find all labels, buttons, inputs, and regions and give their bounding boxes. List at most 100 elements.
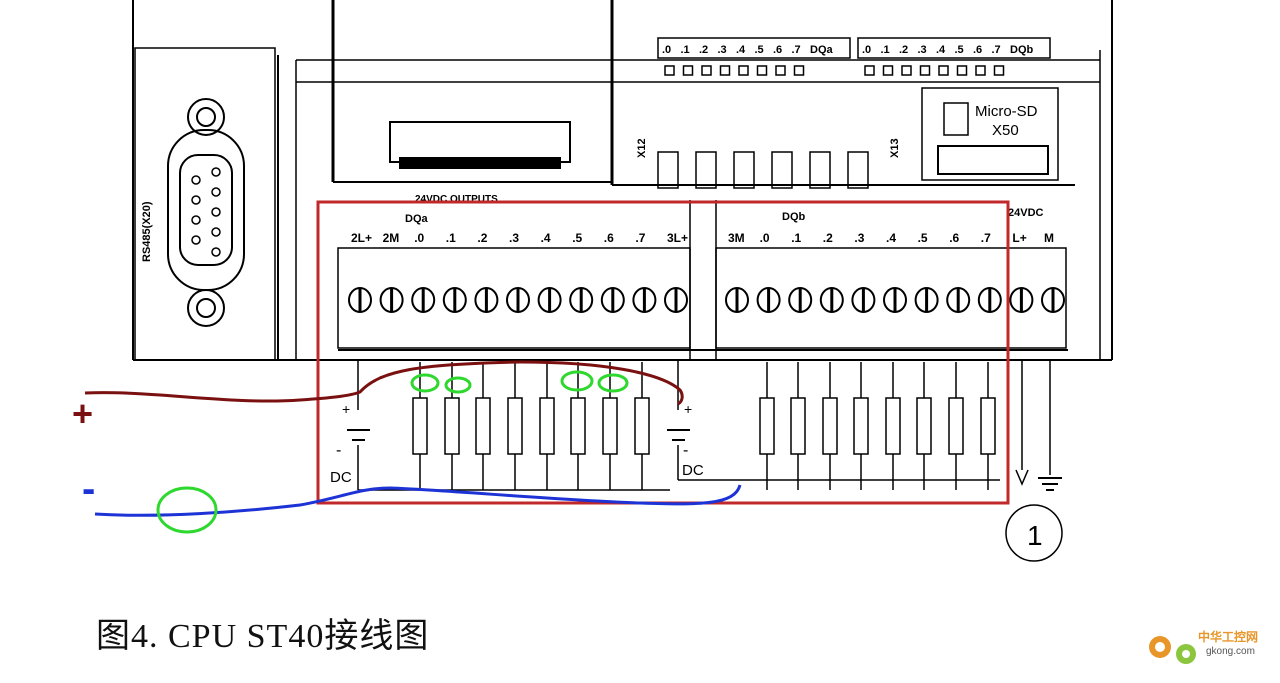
led-square bbox=[738, 65, 749, 76]
terminal-screw bbox=[537, 287, 562, 313]
outputs-title: 24VDC OUTPUTS bbox=[415, 194, 498, 205]
load-resistor bbox=[634, 362, 650, 490]
load-resistor bbox=[444, 362, 460, 490]
led-header-label: .2 bbox=[899, 44, 908, 56]
led-header-label: .5 bbox=[955, 44, 964, 56]
led-header-label: .1 bbox=[681, 44, 690, 56]
terminal-label: 2M bbox=[383, 231, 400, 245]
led-header-label: DQb bbox=[1010, 44, 1034, 56]
terminal-label: L+ bbox=[1012, 231, 1026, 245]
led-square bbox=[864, 65, 875, 76]
load-resistor bbox=[759, 362, 775, 490]
led-square bbox=[993, 65, 1005, 76]
load-resistor bbox=[980, 362, 996, 490]
led-square bbox=[882, 65, 894, 76]
power-title: 24VDC bbox=[1008, 207, 1044, 219]
led-header-label: .6 bbox=[773, 44, 782, 56]
terminal-label: .6 bbox=[949, 231, 959, 245]
terminal-screw bbox=[474, 287, 499, 313]
terminal-label: 3L+ bbox=[667, 231, 688, 245]
dc-left-plus: + bbox=[342, 401, 350, 417]
led-header-label: .7 bbox=[792, 44, 801, 56]
led-square bbox=[719, 65, 731, 76]
led-header-label: .0 bbox=[662, 44, 671, 56]
led-header-label: .5 bbox=[755, 44, 764, 56]
x12-label: X12 bbox=[636, 138, 648, 158]
terminal-screw bbox=[946, 287, 971, 313]
terminal-label: .1 bbox=[791, 231, 801, 245]
led-square bbox=[956, 65, 968, 76]
terminal-label: .0 bbox=[760, 231, 770, 245]
micro-sd-label: Micro-SD bbox=[975, 103, 1038, 120]
terminal-label: 2L+ bbox=[351, 231, 372, 245]
led-square bbox=[938, 65, 949, 76]
terminal-label: .7 bbox=[981, 231, 991, 245]
led-square bbox=[701, 65, 712, 76]
led-header-label: .6 bbox=[973, 44, 982, 56]
terminal-screw bbox=[411, 287, 436, 313]
led-square bbox=[664, 65, 675, 76]
load-resistor bbox=[570, 362, 586, 490]
load-resistor bbox=[885, 362, 901, 490]
dc-right-label: DC bbox=[682, 462, 704, 479]
terminal-label: .4 bbox=[541, 231, 551, 245]
led-header-label: .4 bbox=[936, 44, 946, 56]
terminal-screw bbox=[756, 287, 781, 313]
terminal-label: .5 bbox=[918, 231, 928, 245]
load-resistor bbox=[602, 362, 618, 490]
positive-wire-annotation bbox=[84, 360, 684, 406]
load-resistor bbox=[507, 362, 523, 490]
plc-outline bbox=[132, 0, 1113, 361]
load-resistor bbox=[790, 362, 806, 490]
led-square bbox=[775, 65, 786, 76]
led-header-label: DQa bbox=[810, 44, 834, 56]
terminal-screw bbox=[348, 287, 372, 313]
terminal-label: .3 bbox=[509, 231, 519, 245]
terminal-screw bbox=[883, 287, 907, 313]
load-resistor bbox=[948, 362, 964, 490]
terminal-screw bbox=[379, 287, 404, 313]
terminal-screw bbox=[600, 287, 625, 313]
led-square bbox=[975, 65, 986, 76]
load-resistor bbox=[916, 362, 932, 490]
led-header-label: .1 bbox=[881, 44, 890, 56]
terminal-label: .2 bbox=[477, 231, 487, 245]
figure-caption: 图4. CPU ST40接线图 bbox=[96, 618, 430, 655]
load-resistor bbox=[853, 362, 869, 490]
highlight-box bbox=[316, 200, 1010, 505]
led-square bbox=[682, 65, 694, 76]
ann-minus-sign: - bbox=[82, 467, 95, 511]
terminal-screw bbox=[819, 287, 844, 313]
led-square bbox=[901, 65, 912, 76]
terminal-label: 3M bbox=[728, 231, 745, 245]
load-resistor bbox=[822, 362, 838, 490]
dc-left-label: DC bbox=[330, 469, 352, 486]
terminal-screw bbox=[914, 287, 939, 313]
x50-label: X50 bbox=[992, 122, 1019, 139]
terminal-screw bbox=[788, 287, 813, 313]
led-square bbox=[919, 65, 931, 76]
terminal-label: .4 bbox=[886, 231, 896, 245]
led-square bbox=[793, 65, 805, 76]
green-load-markers bbox=[410, 370, 629, 394]
db9-pins bbox=[191, 167, 221, 257]
terminal-label: .5 bbox=[572, 231, 582, 245]
logo-url: gkong.com bbox=[1206, 646, 1255, 657]
terminal-screw bbox=[1041, 287, 1065, 313]
terminal-label: .3 bbox=[854, 231, 864, 245]
led-indicators bbox=[664, 65, 1005, 76]
dqa-label: DQa bbox=[405, 213, 429, 225]
load-resistors bbox=[412, 362, 996, 490]
dc-left-minus: - bbox=[336, 442, 341, 459]
dc-right-minus: - bbox=[683, 442, 688, 459]
led-header-label: .3 bbox=[718, 44, 727, 56]
led-header-label: .2 bbox=[699, 44, 708, 56]
gear-icon bbox=[1149, 636, 1196, 664]
terminal-screw bbox=[1009, 287, 1034, 313]
terminal-label: .7 bbox=[635, 231, 645, 245]
green-circle-marker bbox=[156, 486, 218, 534]
terminal-screw bbox=[664, 287, 688, 313]
terminal-label: .6 bbox=[604, 231, 614, 245]
